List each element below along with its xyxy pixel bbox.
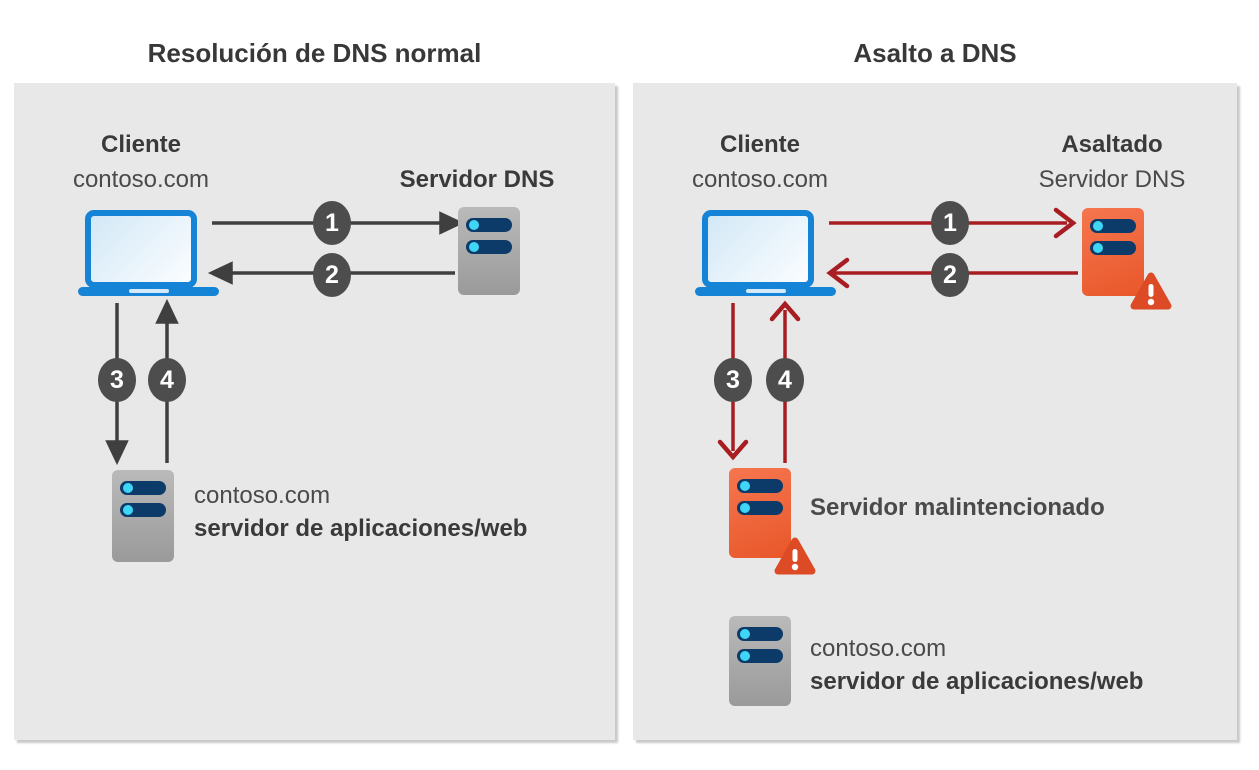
step-3-badge: 3 (98, 358, 136, 402)
warning-icon (774, 537, 816, 575)
server-slot (737, 649, 783, 663)
server-slot (737, 627, 783, 641)
dns-server-icon (458, 207, 520, 295)
server-slot (1090, 241, 1136, 255)
step-1-badge: 1 (313, 201, 351, 245)
server-led (740, 651, 750, 661)
app-server-label: contoso.com servidor de aplicaciones/web (194, 479, 527, 545)
hijacked-dns-label: Asaltado Servidor DNS (982, 127, 1242, 197)
left-panel-title: Resolución de DNS normal (147, 38, 482, 68)
step-4-badge: 4 (766, 358, 804, 402)
app-server-role: servidor de aplicaciones/web (194, 515, 528, 542)
laptop-screen (702, 210, 814, 288)
server-slot (737, 479, 783, 493)
server-led (740, 481, 750, 491)
app-server-domain: contoso.com (194, 482, 331, 509)
app-server-label: contoso.com servidor de aplicaciones/web (810, 632, 1143, 698)
step-3-badge: 3 (714, 358, 752, 402)
server-slot (466, 240, 512, 254)
client-name: Cliente (719, 131, 800, 158)
server-led (740, 503, 750, 513)
server-led (469, 242, 479, 252)
laptop-base (695, 287, 836, 296)
normal-dns-panel: Cliente contoso.com Servidor DNS 1 2 3 4… (14, 83, 615, 740)
client-domain: contoso.com (72, 166, 210, 193)
laptop-base (78, 287, 219, 296)
server-slot (466, 218, 512, 232)
client-label: Cliente contoso.com (31, 127, 251, 197)
malicious-server-icon (729, 468, 791, 558)
server-slot (737, 501, 783, 515)
step-4-badge: 4 (148, 358, 186, 402)
laptop-notch (745, 289, 786, 293)
client-label: Cliente contoso.com (650, 127, 870, 197)
app-server-role: servidor de aplicaciones/web (810, 668, 1144, 695)
hijacked-status: Asaltado (1061, 131, 1163, 158)
server-slot (120, 481, 166, 495)
step-2-badge: 2 (931, 253, 969, 297)
normal-dns-arrows (105, 211, 465, 466)
server-led (1093, 243, 1103, 253)
laptop-screen (85, 210, 197, 288)
step-2-badge: 2 (313, 253, 351, 297)
client-laptop-icon (78, 210, 219, 296)
app-web-server-icon (112, 470, 174, 562)
hijacked-dns-server-icon (1082, 208, 1144, 296)
server-slot (1090, 219, 1136, 233)
dns-hijack-panel: Cliente contoso.com Asaltado Servidor DN… (633, 83, 1237, 740)
client-domain: contoso.com (691, 166, 829, 193)
server-led (123, 483, 133, 493)
server-led (123, 505, 133, 515)
server-slot (120, 503, 166, 517)
dns-server-label: Servidor DNS (399, 166, 555, 193)
laptop-notch (128, 289, 169, 293)
hijacked-dns-title: Servidor DNS (1038, 166, 1186, 193)
malicious-server-label: Servidor malintencionado (810, 494, 1105, 521)
client-name: Cliente (100, 131, 181, 158)
warning-icon (1130, 272, 1172, 310)
app-server-domain: contoso.com (810, 635, 947, 662)
server-led (1093, 221, 1103, 231)
step-1-badge: 1 (931, 201, 969, 245)
app-web-server-icon (729, 616, 791, 706)
server-led (740, 629, 750, 639)
server-led (469, 220, 479, 230)
right-panel-title: Asalto a DNS (853, 38, 1017, 68)
client-laptop-icon (695, 210, 836, 296)
